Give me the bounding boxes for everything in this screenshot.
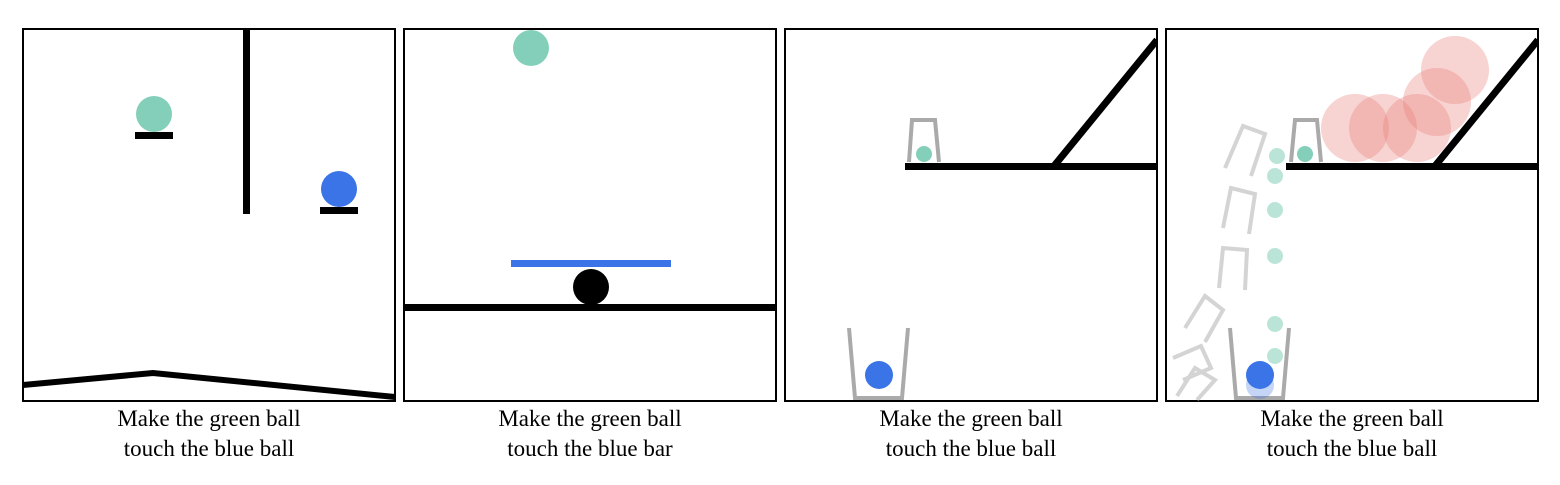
caption-line-2: touch the blue ball <box>123 436 295 461</box>
diagonal-ramp <box>1432 37 1539 169</box>
green-ball-platform <box>135 132 173 139</box>
scene-border <box>784 28 1158 402</box>
blue-bar <box>511 260 671 267</box>
red-ghost-ball <box>1321 94 1389 162</box>
puzzle-panel-1: Make the green ball touch the blue ball <box>22 0 396 485</box>
caption-line-1: Make the green ball <box>1260 406 1444 431</box>
cup-ghost <box>1172 343 1214 382</box>
cup-ghost <box>1223 123 1268 177</box>
green-ball <box>513 30 549 66</box>
blue-ball-platform <box>320 207 358 214</box>
scene-border <box>403 28 777 402</box>
gray-basket <box>1228 327 1291 400</box>
green-ghost-ball <box>1267 168 1283 184</box>
red-ghost-ball <box>1349 94 1417 162</box>
caption-1: Make the green ball touch the blue ball <box>12 404 406 464</box>
caption-line-2: touch the blue ball <box>885 436 1057 461</box>
blue-ball <box>1246 361 1274 389</box>
scene-3 <box>784 28 1158 402</box>
caption-line-2: touch the blue ball <box>1266 436 1438 461</box>
shelf-bar <box>1286 163 1538 170</box>
scene-2 <box>403 28 777 402</box>
scene-border <box>22 28 396 402</box>
green-ball-trajectory <box>1267 148 1285 364</box>
small-gray-cup <box>1289 118 1323 163</box>
cup-ghost <box>1175 365 1219 402</box>
caption-2: Make the green ball touch the blue bar <box>393 404 787 464</box>
green-ghost-ball <box>1269 148 1285 164</box>
caption-line-1: Make the green ball <box>498 406 682 431</box>
puzzle-panel-3: Make the green ball touch the blue ball <box>784 0 1158 485</box>
caption-3: Make the green ball touch the blue ball <box>774 404 1168 464</box>
red-ghost-ball <box>1421 36 1489 104</box>
cup-ghost <box>1183 293 1226 343</box>
floor-bar <box>404 304 776 311</box>
red-ball-trajectory <box>1321 36 1489 162</box>
scene-border <box>1165 28 1539 402</box>
gray-basket <box>847 327 910 400</box>
blue-ball <box>865 361 893 389</box>
red-ghost-ball <box>1403 68 1471 136</box>
green-ball <box>916 146 932 162</box>
green-ghost-ball <box>1267 248 1283 264</box>
blue-ball <box>321 171 357 207</box>
caption-line-1: Make the green ball <box>879 406 1063 431</box>
green-ball <box>1297 146 1313 162</box>
green-ghost-ball <box>1267 348 1283 364</box>
caption-line-1: Make the green ball <box>117 406 301 431</box>
vertical-wall <box>243 30 250 214</box>
green-ghost-ball <box>1267 316 1283 332</box>
caption-line-2: touch the blue bar <box>507 436 673 461</box>
small-gray-cup <box>907 118 941 163</box>
floor-ramp <box>22 369 396 400</box>
cup-ghost <box>1217 245 1250 291</box>
scene-4 <box>1165 28 1539 402</box>
scene-1 <box>22 28 396 402</box>
red-ghost-ball <box>1383 94 1451 162</box>
green-ball <box>136 96 172 132</box>
puzzle-panel-2: Make the green ball touch the blue bar <box>403 0 777 485</box>
cup-ghost <box>1221 185 1258 235</box>
diagonal-ramp <box>1051 37 1158 169</box>
caption-4: Make the green ball touch the blue ball <box>1155 404 1549 464</box>
cup-trajectory <box>1172 123 1268 402</box>
puzzle-panel-4: Make the green ball touch the blue ball <box>1165 0 1539 485</box>
shelf-bar <box>905 163 1157 170</box>
black-ball <box>573 269 609 305</box>
green-ghost-ball <box>1267 202 1283 218</box>
